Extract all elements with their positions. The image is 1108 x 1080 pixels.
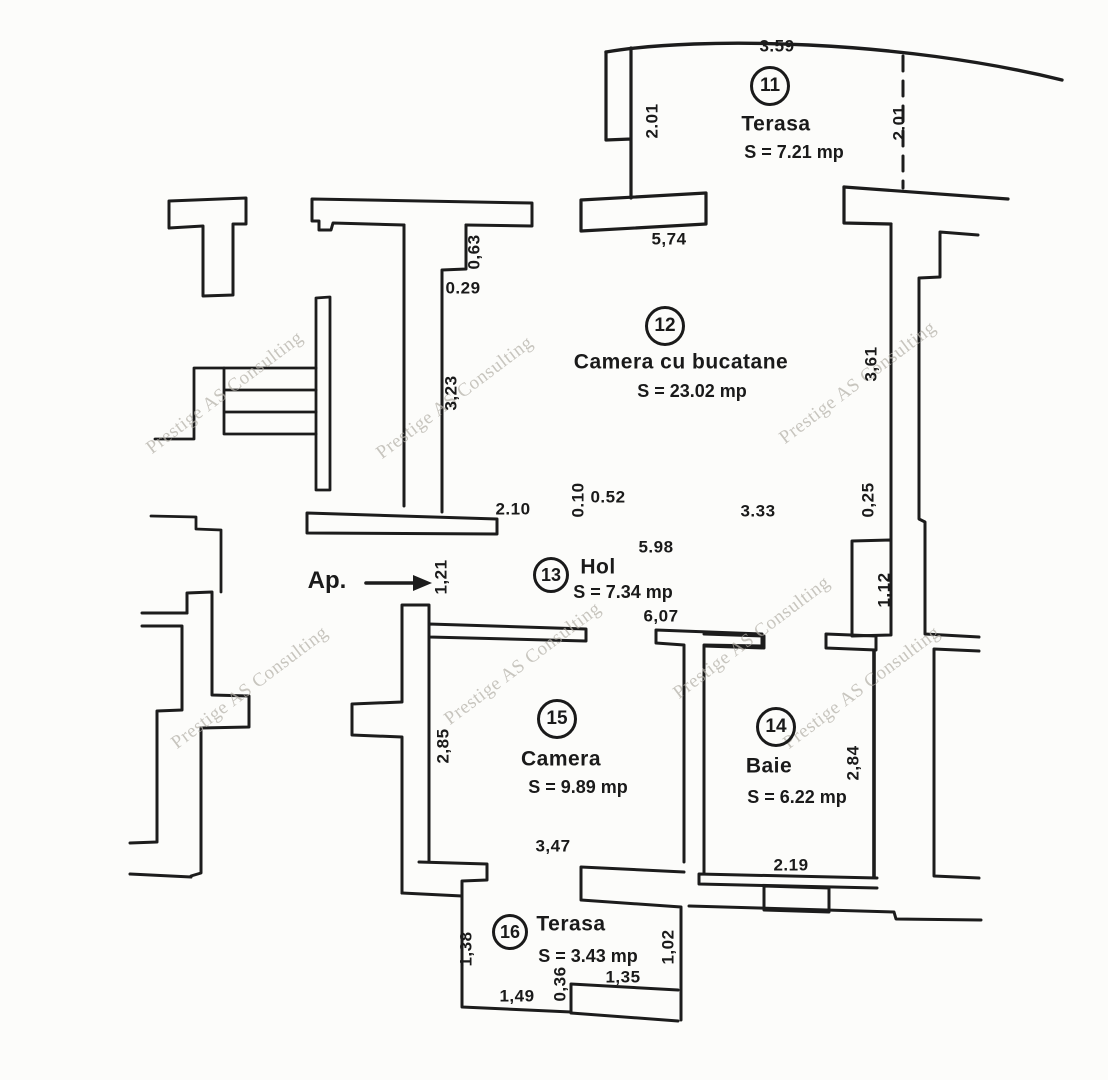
room-name: Camera cu bucatane: [573, 350, 789, 374]
dim-361: 3,61: [861, 346, 881, 382]
dim-219: 2.19: [773, 855, 809, 875]
dim-036: 0,36: [550, 966, 570, 1002]
room-number: 11: [759, 75, 781, 96]
dim-top-width: 3.59: [759, 36, 795, 56]
dim-323: 3,23: [441, 375, 461, 411]
entrance-label: Ap.: [307, 567, 347, 594]
wall-top-curve: [604, 41, 1064, 82]
room-name: Hol: [580, 555, 616, 579]
dim-347: 3,47: [535, 836, 571, 856]
dim-138: 1,38: [456, 931, 476, 967]
dim-terasa-right: 2.01: [889, 105, 909, 141]
dim-wall-574: 5,74: [651, 229, 687, 249]
dim-025: 0,25: [858, 482, 878, 518]
dim-598: 5.98: [638, 537, 674, 557]
dim-607: 6,07: [643, 606, 679, 626]
room-number-badge: 16: [492, 914, 528, 950]
room-area: S = 3.43 mp: [538, 946, 638, 966]
room-number: 15: [546, 708, 568, 729]
room-name: Baie: [745, 754, 793, 778]
dim-029: 0.29: [445, 278, 481, 298]
room-number-badge: 13: [533, 557, 569, 593]
room-number: 12: [654, 315, 676, 336]
room-number: 13: [540, 564, 562, 585]
room-area: S = 23.02 mp: [637, 381, 747, 401]
room-area: S = 7.21 mp: [744, 142, 844, 162]
room-number-badge: 12: [645, 306, 685, 346]
room-number-badge: 11: [750, 66, 790, 106]
dim-285: 2,85: [433, 728, 453, 764]
room-number-badge: 14: [756, 707, 796, 747]
dim-121: 1,21: [431, 559, 451, 595]
entrance-arrow-head: [413, 575, 432, 591]
dim-284: 2,84: [843, 745, 863, 781]
room-name: Terasa: [741, 112, 811, 136]
dim-210: 2.10: [495, 499, 531, 519]
room-number: 14: [765, 716, 787, 737]
room-area: S = 9.89 mp: [528, 777, 628, 797]
room-area: S = 6.22 mp: [747, 787, 847, 807]
stairs: [222, 366, 318, 436]
room-number: 16: [499, 921, 521, 942]
dim-052: 0.52: [590, 487, 626, 507]
dim-112: 1,12: [874, 572, 894, 608]
room-number-badge: 15: [537, 699, 577, 739]
dim-010: 0.10: [568, 482, 588, 518]
dim-333: 3.33: [740, 501, 776, 521]
dim-terasa-left: 2.01: [642, 103, 662, 139]
dim-063: 0,63: [464, 234, 484, 270]
dim-149: 1,49: [499, 986, 535, 1006]
room-name: Camera: [520, 747, 602, 771]
room-area: S = 7.34 mp: [573, 582, 673, 602]
dim-102: 1,02: [658, 929, 678, 965]
room-name: Terasa: [536, 912, 606, 936]
dim-135: 1,35: [605, 967, 641, 987]
